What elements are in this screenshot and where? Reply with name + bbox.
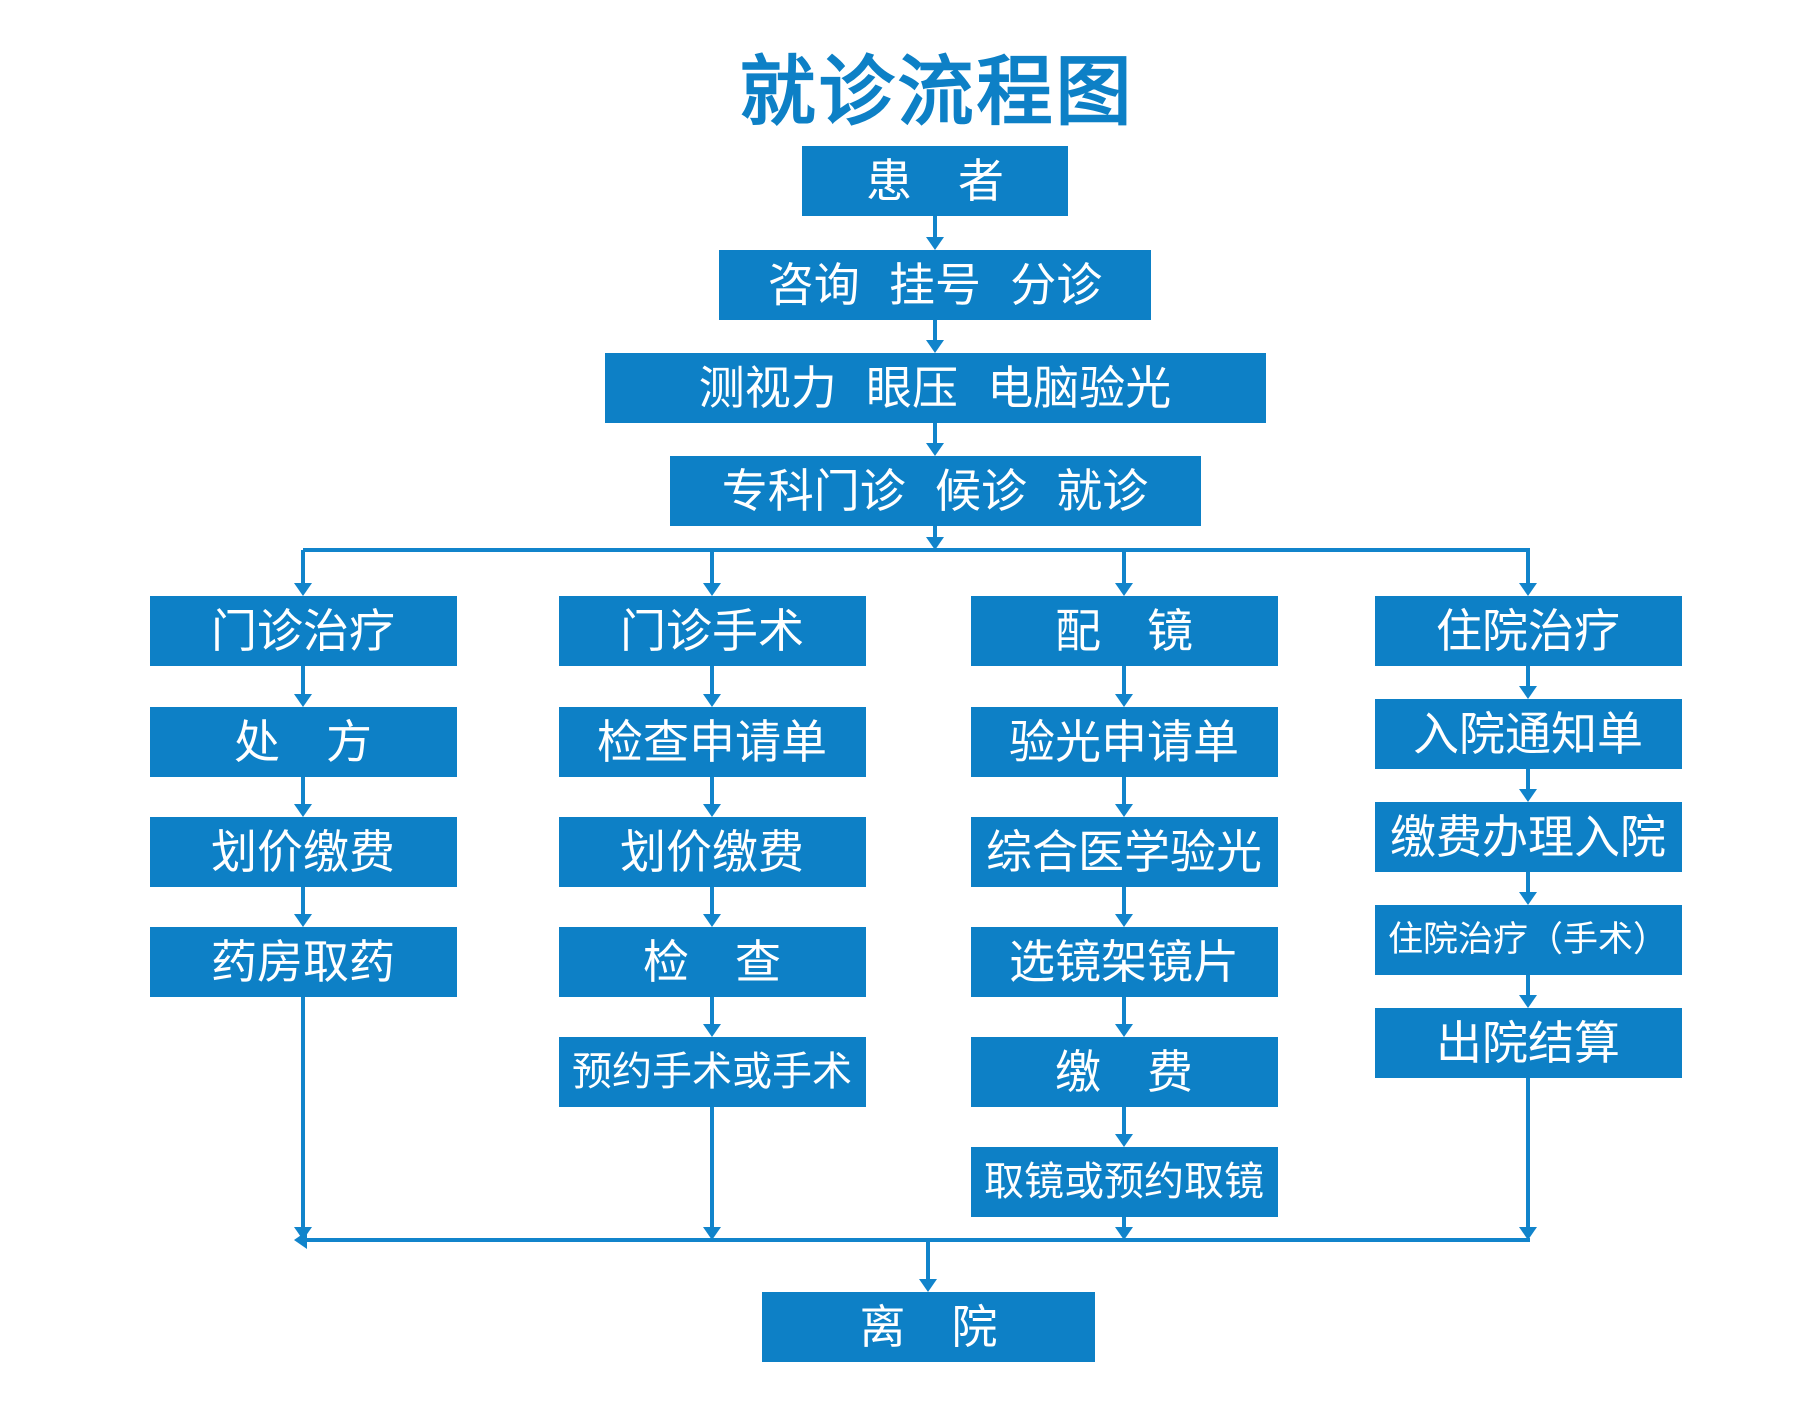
arrowhead-left-icon xyxy=(294,1231,307,1249)
arrowhead-down-icon xyxy=(1519,892,1537,905)
node-glasses-pickup-or-appointment: 取镜或预约取镜 xyxy=(970,1147,1278,1217)
connector-line xyxy=(710,997,714,1026)
node-consult-register-triage: 咨询 挂号 分诊 xyxy=(719,250,1151,320)
connector-line xyxy=(1526,872,1530,894)
arrowhead-down-icon xyxy=(1115,804,1133,817)
arrowhead-down-icon xyxy=(703,583,721,596)
connector-line xyxy=(1526,769,1530,791)
connector-line xyxy=(933,320,937,342)
node-optometry-request-form: 验光申请单 xyxy=(970,707,1278,777)
node-outpatient-surgery: 门诊手术 xyxy=(558,596,866,666)
connector-line xyxy=(933,216,937,239)
node-inpatient-treatment: 住院治疗 xyxy=(1374,596,1682,666)
node-surgery-or-appointment: 预约手术或手术 xyxy=(558,1037,866,1107)
node-pricing-payment-outpatient: 划价缴费 xyxy=(149,817,457,887)
connector-line xyxy=(1526,1078,1530,1229)
arrowhead-down-icon xyxy=(926,537,944,550)
connector-line xyxy=(303,548,1530,552)
arrowhead-down-icon xyxy=(1519,995,1537,1008)
arrowhead-down-icon xyxy=(294,694,312,707)
node-patient: 患 者 xyxy=(802,146,1068,216)
arrowhead-down-icon xyxy=(703,914,721,927)
node-discharge-settlement: 出院结算 xyxy=(1374,1008,1682,1078)
node-admission-notice: 入院通知单 xyxy=(1374,699,1682,769)
connector-line xyxy=(1122,887,1126,916)
connector-line xyxy=(926,1242,930,1281)
connector-line xyxy=(301,997,305,1229)
node-vision-tension-optometry: 测视力 眼压 电脑验光 xyxy=(604,353,1266,423)
node-examination: 检 查 xyxy=(558,927,866,997)
arrowhead-down-icon xyxy=(926,340,944,353)
connector-line xyxy=(710,777,714,806)
node-pricing-payment-surgery: 划价缴费 xyxy=(558,817,866,887)
connector-line xyxy=(1122,997,1126,1026)
arrowhead-down-icon xyxy=(1519,789,1537,802)
arrowhead-down-icon xyxy=(1519,583,1537,596)
arrowhead-down-icon xyxy=(294,804,312,817)
connector-line xyxy=(1122,1107,1126,1136)
node-comprehensive-medical-optometry: 综合医学验光 xyxy=(970,817,1278,887)
connector-line xyxy=(710,550,714,585)
arrowhead-down-icon xyxy=(1115,1024,1133,1037)
node-prescription: 处 方 xyxy=(149,707,457,777)
arrowhead-down-icon xyxy=(1115,694,1133,707)
arrowhead-down-icon xyxy=(703,1024,721,1037)
arrowhead-down-icon xyxy=(294,583,312,596)
connector-line xyxy=(1122,777,1126,806)
connector-line xyxy=(1122,550,1126,585)
arrowhead-down-icon xyxy=(919,1279,937,1292)
node-glasses-fitting: 配 镜 xyxy=(970,596,1278,666)
node-select-frames-lenses: 选镜架镜片 xyxy=(970,927,1278,997)
connector-line xyxy=(301,777,305,806)
arrowhead-down-icon xyxy=(703,804,721,817)
node-payment: 缴 费 xyxy=(970,1037,1278,1107)
diagram-title: 就诊流程图 xyxy=(739,47,1135,136)
arrowhead-down-icon xyxy=(703,1227,721,1240)
connector-line xyxy=(1526,550,1530,585)
connector-line xyxy=(301,887,305,916)
node-pay-and-admit: 缴费办理入院 xyxy=(1374,802,1682,872)
connector-line xyxy=(710,1107,714,1229)
connector-line xyxy=(710,666,714,696)
arrowhead-down-icon xyxy=(926,237,944,250)
node-inpatient-treatment-surgery: 住院治疗（手术） xyxy=(1374,905,1682,975)
node-specialist-clinic-wait-visit: 专科门诊 候诊 就诊 xyxy=(669,456,1201,526)
arrowhead-down-icon xyxy=(1115,583,1133,596)
arrowhead-down-icon xyxy=(703,694,721,707)
connector-line xyxy=(933,526,937,539)
connector-line xyxy=(305,1238,1530,1242)
connector-line xyxy=(1122,1217,1126,1229)
connector-line xyxy=(1526,975,1530,997)
node-pharmacy-pickup: 药房取药 xyxy=(149,927,457,997)
arrowhead-down-icon xyxy=(1519,686,1537,699)
node-leave-hospital: 离 院 xyxy=(762,1292,1095,1362)
node-outpatient-treatment: 门诊治疗 xyxy=(149,596,457,666)
connector-line xyxy=(933,423,937,445)
arrowhead-down-icon xyxy=(1519,1227,1537,1240)
arrowhead-down-icon xyxy=(1115,914,1133,927)
arrowhead-down-icon xyxy=(1115,1134,1133,1147)
connector-line xyxy=(301,666,305,696)
connector-line xyxy=(1526,666,1530,688)
arrowhead-down-icon xyxy=(294,914,312,927)
connector-line xyxy=(710,887,714,916)
arrowhead-down-icon xyxy=(926,443,944,456)
connector-line xyxy=(301,550,305,585)
arrowhead-down-icon xyxy=(1115,1227,1133,1240)
node-exam-request-form: 检查申请单 xyxy=(558,707,866,777)
connector-line xyxy=(1122,666,1126,696)
